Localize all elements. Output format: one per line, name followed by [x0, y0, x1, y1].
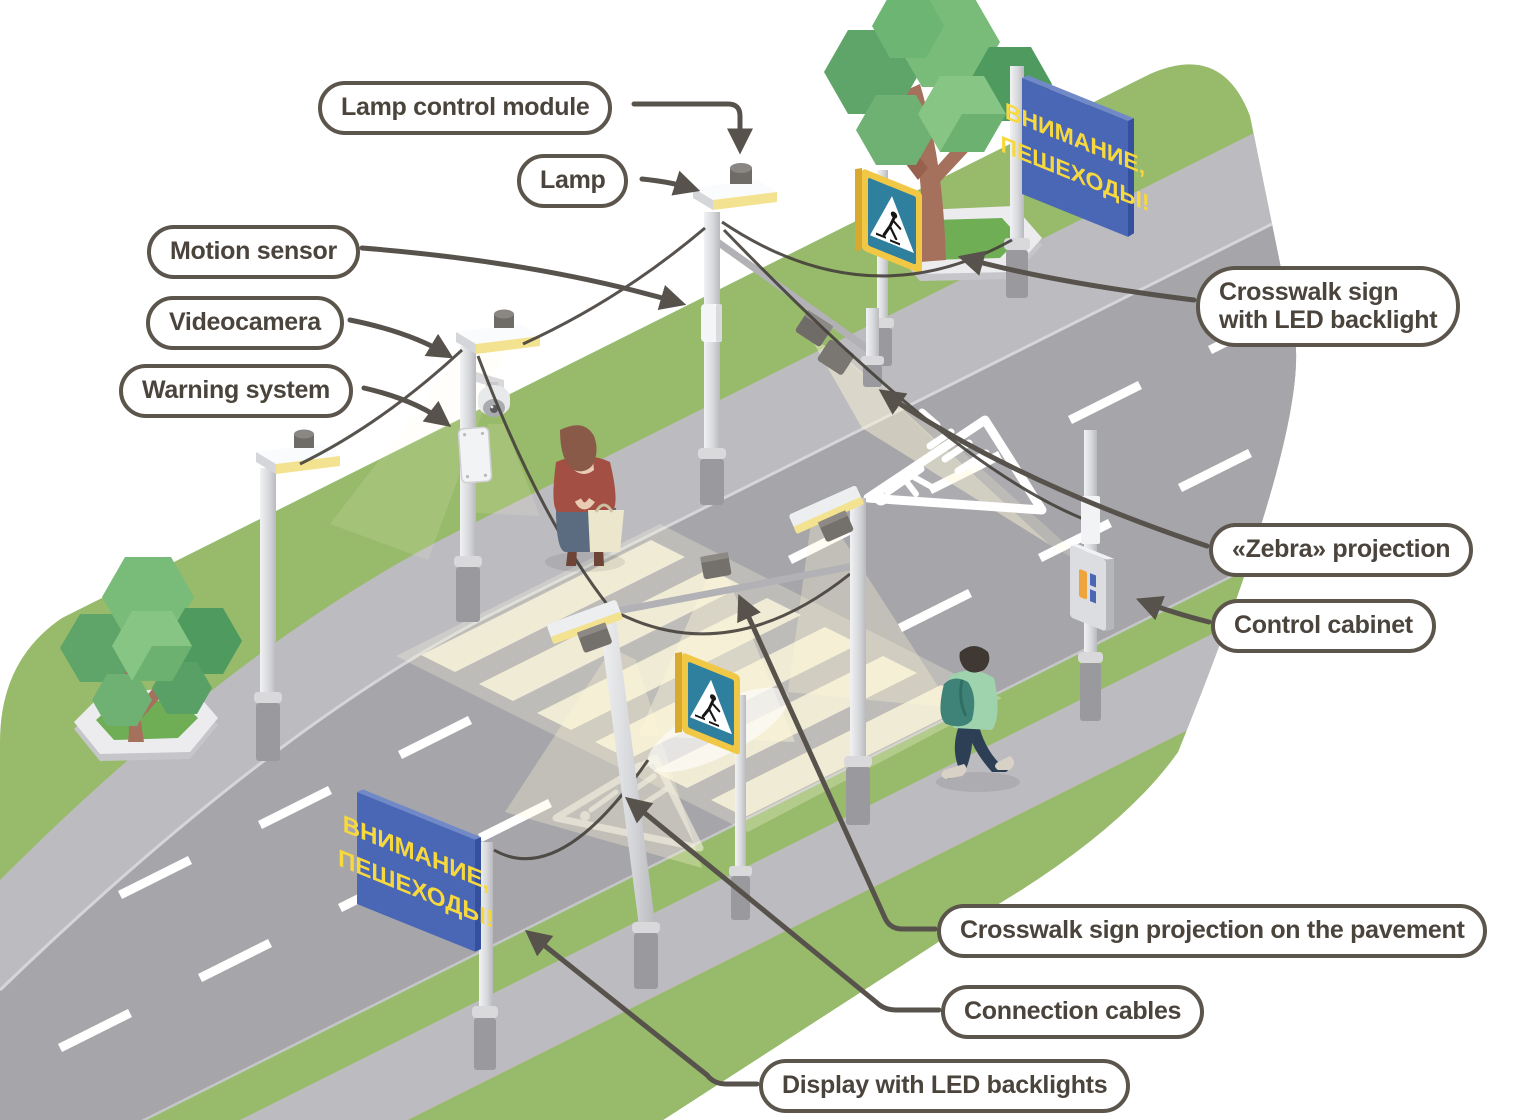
control-cabinet-unit: [1070, 430, 1114, 721]
tree-left: [60, 557, 242, 761]
warning-display-top: ВНИМАНИЕ, ПЕШЕХОДЫ!: [1000, 66, 1150, 298]
arrow-motion-sensor: [359, 245, 687, 310]
tree-top: [824, 0, 1052, 281]
warning-system-box: [457, 426, 493, 484]
label-videocamera: Videocamera: [146, 296, 344, 350]
arrow-lamp-control-module: [631, 101, 753, 155]
arrow-zebra-projection: [878, 389, 1210, 549]
label-zebra-projection: «Zebra» projection: [1209, 523, 1474, 577]
street-lamp-head: [693, 180, 777, 210]
label-crosswalk-sign-led-line2: with LED backlight: [1219, 305, 1438, 334]
pedestrian-man: [936, 646, 1020, 792]
sign-projector: [700, 552, 732, 580]
arrow-lamp: [639, 170, 701, 196]
sidewalk-upper: [0, 110, 1297, 990]
lamp-control-module-device: [730, 163, 752, 184]
label-display-led: Display with LED backlights: [759, 1059, 1131, 1113]
arrow-display-led: [524, 929, 760, 1087]
label-connection-cables: Connection cables: [941, 985, 1205, 1039]
label-sign-projection: Crosswalk sign projection on the pavemen…: [937, 904, 1488, 958]
arrow-warning-system: [361, 385, 452, 427]
lamp-pole-left: [254, 429, 340, 761]
arrow-videocamera: [347, 317, 454, 359]
label-crosswalk-sign-led-line1: Crosswalk sign: [1219, 278, 1399, 306]
label-crosswalk-sign-led: Crosswalk sign with LED backlight: [1196, 266, 1461, 347]
pedestrian-woman: [545, 425, 625, 572]
arrow-control-cabinet: [1135, 596, 1212, 625]
arrow-sign-projection: [737, 594, 938, 932]
label-lamp: Lamp: [517, 154, 629, 208]
warning-display-bottom: ВНИМАНИЕ, ПЕШЕХОДЫ!: [338, 789, 498, 1070]
label-arrows: [347, 101, 1212, 1087]
crosswalk-sign-crossing: [675, 652, 752, 920]
label-warning-system: Warning system: [119, 364, 353, 418]
label-control-cabinet: Control cabinet: [1211, 599, 1436, 653]
label-motion-sensor: Motion sensor: [147, 225, 360, 279]
motion-sensor-box: [701, 304, 722, 342]
zebra-projector: [795, 310, 855, 375]
arrow-connection-cables: [624, 796, 942, 1013]
shopping-bag: [588, 503, 624, 552]
label-lamp-control-module: Lamp control module: [318, 81, 613, 135]
videocamera-pole: [454, 309, 540, 622]
crossing-lamp-poles: [547, 485, 872, 989]
arrow-crosswalk-sign-led: [957, 250, 1197, 303]
